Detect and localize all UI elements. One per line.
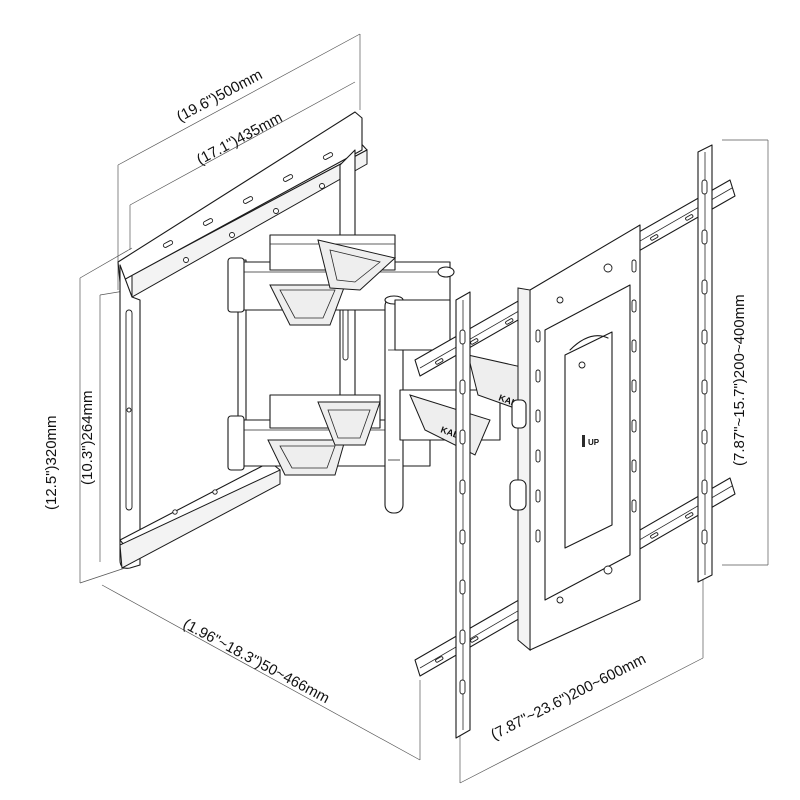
arm-cover-upper-1	[269, 284, 346, 326]
tilt-knob-lower	[509, 479, 527, 511]
label-600mm: (7.87"~23.6")200~600mm	[488, 651, 649, 744]
upper-arm-pivot-left	[227, 257, 245, 313]
label-466mm: (1.96"~18.3")50~466mm	[180, 616, 332, 708]
dim-line-435	[129, 81, 356, 206]
tilt-knob-upper	[511, 399, 527, 429]
dim-line-466	[101, 584, 421, 761]
dim-line-600	[459, 657, 704, 784]
label-500mm: (19.6")500mm	[174, 66, 265, 125]
label-264mm: (10.3")264mm	[79, 390, 96, 485]
wall-plate	[117, 111, 368, 569]
arm-cover-lower-1	[267, 439, 346, 476]
up-arrow-icon	[582, 435, 585, 447]
rail-slots	[435, 214, 694, 663]
plate-screw-bottom	[603, 565, 613, 575]
wall-plate-bottom-flange	[119, 469, 281, 569]
upper-arm-extension	[394, 299, 451, 351]
tv-mount-plate-side	[517, 287, 531, 652]
arm-cover-upper-2	[317, 239, 397, 291]
label-400mm: (7.87"~15.7")200~400mm	[731, 294, 748, 466]
wall-plate-top-slots	[162, 152, 334, 263]
dim-ext-320-bottom	[79, 567, 126, 584]
dim-ext-320-top	[79, 247, 133, 279]
left-bracket-slots	[459, 329, 466, 695]
articulating-arms: KALO KALO	[227, 234, 536, 514]
plate-screw-top	[603, 263, 613, 273]
tv-mount-plate-inner	[564, 331, 613, 549]
arm-cover-lower-2	[317, 401, 381, 446]
wall-plate-top-flange	[131, 149, 368, 298]
plate-slots	[535, 259, 637, 543]
up-label: UP	[588, 438, 600, 447]
dim-line-500	[117, 33, 361, 166]
right-bracket-slots	[701, 179, 708, 545]
label-435mm: (17.1")435mm	[194, 109, 285, 168]
tilt-bracket: UP	[414, 144, 736, 739]
plate-hook	[569, 335, 609, 351]
label-320mm: (12.5")320mm	[43, 415, 60, 510]
lower-arm-pivot-left	[227, 415, 245, 471]
